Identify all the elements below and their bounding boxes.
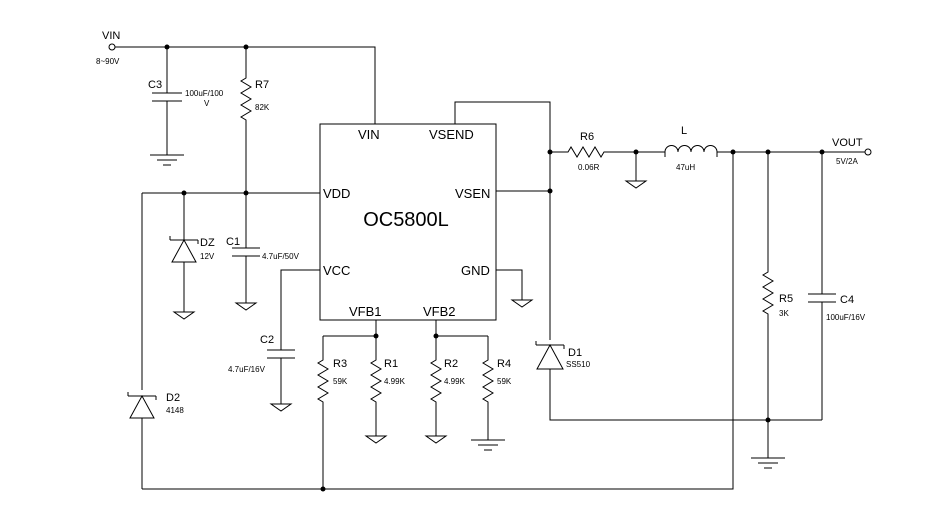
- pin-vdd: VDD: [323, 186, 350, 201]
- vsend-wire: [454, 101, 551, 340]
- d1-value: SS510: [566, 360, 591, 369]
- ic-part-number: OC5800L: [363, 209, 449, 231]
- r6-ref: R6: [580, 131, 594, 143]
- resistor-r2: R2 4.99K: [424, 336, 466, 444]
- resistor-r3: R3 59K: [317, 336, 348, 489]
- pin-vfb2: VFB2: [423, 304, 456, 319]
- d2-ref: D2: [166, 392, 180, 404]
- r3-value: 59K: [333, 377, 348, 386]
- capacitor-c3: C3 100uF/100 V: [148, 47, 224, 166]
- diode-d2: D2 4148: [127, 392, 184, 489]
- pin-vfb1: VFB1: [349, 304, 382, 319]
- l-ref: L: [681, 125, 687, 137]
- junction-dot: [547, 188, 553, 194]
- pin-vsend: VSEND: [429, 127, 474, 142]
- pin-vcc: VCC: [323, 263, 350, 278]
- vin-terminal: VIN 8~90V: [96, 30, 120, 66]
- vout-terminal: VOUT 5V/2A: [832, 137, 872, 166]
- vfb2-wire: [435, 320, 488, 337]
- r7-value: 82K: [255, 103, 270, 112]
- r2-value: 4.99K: [444, 377, 466, 386]
- r5-value: 3K: [779, 309, 789, 318]
- ic-oc5800l: OC5800L VIN VSEND VDD VSEN VCC GND VFB1 …: [319, 123, 497, 321]
- vout-net-label: VOUT: [832, 137, 863, 149]
- c1-value: 4.7uF/50V: [262, 252, 300, 261]
- r5-ref: R5: [779, 293, 793, 305]
- zener-dz: DZ 12V: [169, 193, 215, 320]
- capacitor-c1: C1 4.7uF/50V: [226, 193, 300, 311]
- dz-value: 12V: [200, 252, 215, 261]
- l-value: 47uH: [676, 163, 695, 172]
- r4-value: 59K: [497, 377, 512, 386]
- vdd-wire: [141, 192, 320, 390]
- inductor-l: L 47uH: [664, 125, 718, 172]
- c2-value: 4.7uF/16V: [228, 365, 266, 374]
- c3-value-2: V: [204, 99, 210, 108]
- ground-symbol: [624, 152, 648, 189]
- bottom-return-wire: [142, 152, 734, 490]
- vin-range-label: 8~90V: [96, 57, 120, 66]
- ic-gnd-wire: [496, 269, 534, 308]
- resistor-r5: R5 3K: [751, 152, 793, 469]
- r2-ref: R2: [444, 358, 458, 370]
- c1-ref: C1: [226, 236, 240, 248]
- vin-rail-wire: [115, 46, 376, 124]
- diode-d1: D1 SS510: [535, 341, 822, 421]
- r1-ref: R1: [384, 358, 398, 370]
- pin-vin: VIN: [358, 127, 380, 142]
- resistor-r6: R6 0.06R: [550, 131, 665, 172]
- dz-ref: DZ: [200, 237, 215, 249]
- c4-ref: C4: [840, 294, 854, 306]
- r4-ref: R4: [497, 358, 511, 370]
- r7-ref: R7: [255, 79, 269, 91]
- d1-ref: D1: [568, 347, 582, 359]
- c2-ref: C2: [260, 334, 274, 346]
- r1-value: 4.99K: [384, 377, 406, 386]
- capacitor-c2: C2 4.7uF/16V: [228, 269, 320, 412]
- pin-vsen: VSEN: [455, 186, 490, 201]
- resistor-r4: R4 59K: [471, 336, 512, 451]
- capacitor-c4: C4 100uF/16V: [808, 152, 866, 420]
- c4-value: 100uF/16V: [826, 313, 866, 322]
- c3-ref: C3: [148, 79, 162, 91]
- pin-gnd: GND: [461, 263, 490, 278]
- r6-value: 0.06R: [578, 163, 600, 172]
- vout-spec-label: 5V/2A: [836, 157, 858, 166]
- resistor-r7: R7 82K: [240, 47, 270, 193]
- junction-dot: [730, 149, 736, 155]
- d2-value: 4148: [166, 406, 184, 415]
- r3-ref: R3: [333, 358, 347, 370]
- c3-value: 100uF/100: [185, 89, 224, 98]
- vfb1-wire: [323, 320, 377, 337]
- resistor-r1: R1 4.99K: [364, 336, 406, 444]
- vin-net-label: VIN: [102, 30, 120, 42]
